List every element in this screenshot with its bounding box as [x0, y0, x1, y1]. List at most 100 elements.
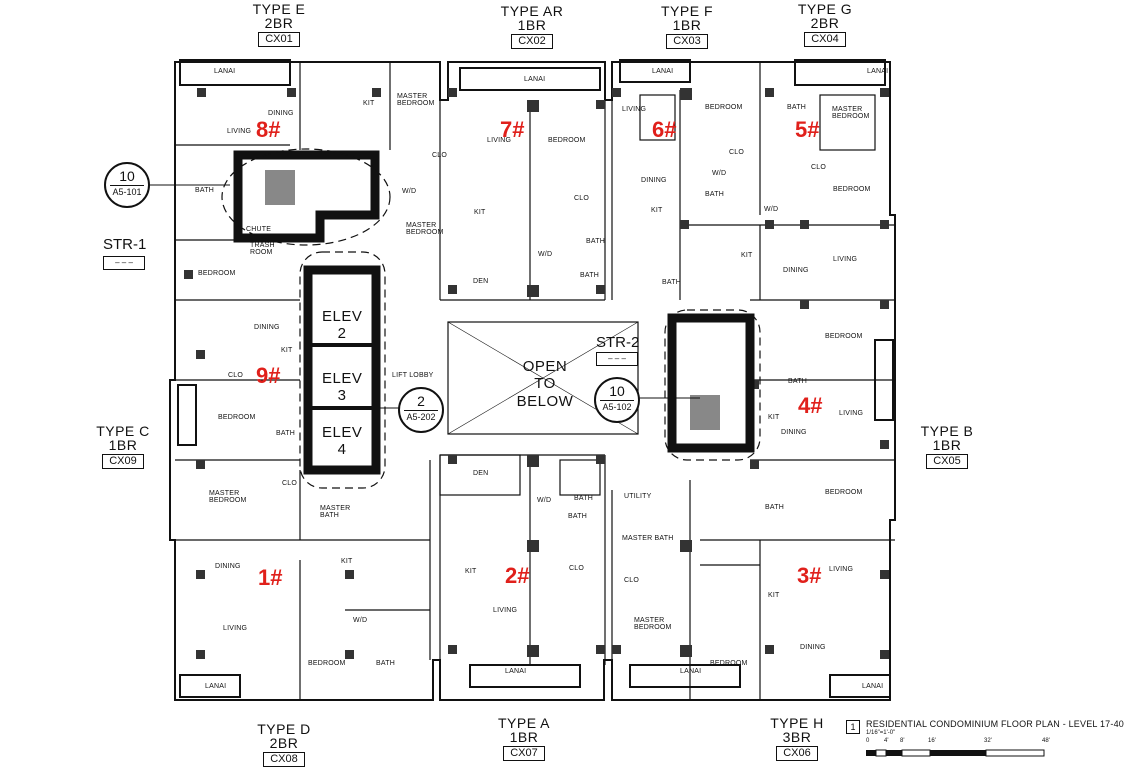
- room-bath: BATH: [276, 430, 295, 437]
- room-living: LIVING: [493, 607, 518, 614]
- room-clo: CLO: [228, 372, 243, 379]
- lanai-f: [619, 59, 691, 83]
- unit-number-1: 1#: [258, 565, 283, 590]
- room-kit: KIT: [768, 414, 780, 421]
- drawing-scale: 1/16"=1'-0": [866, 730, 896, 736]
- room-dining: DINING: [641, 177, 667, 184]
- elevator-2-label: ELEV 2: [322, 308, 363, 343]
- lanai-h2: [829, 674, 891, 698]
- lanai-h: [629, 664, 741, 688]
- room-master-bedroom: MASTER BEDROOM: [209, 490, 247, 504]
- scale-bar: [866, 749, 1045, 757]
- scale-tick: 48': [1042, 738, 1050, 744]
- stair-1-core: [221, 148, 391, 246]
- room-bath: BATH: [580, 272, 599, 279]
- room-master-bath: MASTER BATH: [622, 535, 674, 542]
- trash-room-label: TRASH ROOM: [250, 242, 275, 256]
- room-bath: BATH: [586, 238, 605, 245]
- room-wd: W/D: [538, 251, 553, 258]
- room-kit: KIT: [741, 252, 753, 259]
- room-wd: W/D: [537, 497, 552, 504]
- room-bedroom: BEDROOM: [548, 137, 586, 144]
- lanai-a: [469, 664, 581, 688]
- elevator-core: [299, 251, 386, 489]
- room-kit: KIT: [651, 207, 663, 214]
- room-bath: BATH: [376, 660, 395, 667]
- room-master-bedroom: MASTER BEDROOM: [832, 106, 870, 120]
- room-living: LIVING: [833, 256, 858, 263]
- unit-number-8: 8#: [256, 117, 281, 142]
- room-bath: BATH: [662, 279, 681, 286]
- room-lanai: LANAI: [862, 683, 884, 690]
- room-living: LIVING: [227, 128, 252, 135]
- room-wd: W/D: [712, 170, 727, 177]
- room-dining: DINING: [268, 110, 294, 117]
- stair-1-tag: – – –: [103, 256, 145, 270]
- room-bedroom: BEDROOM: [308, 660, 346, 667]
- floor-plan: [148, 59, 896, 701]
- room-dining: DINING: [254, 324, 280, 331]
- drawing-title: RESIDENTIAL CONDOMINIUM FLOOR PLAN - LEV…: [866, 719, 1124, 729]
- unit-number-2: 2#: [505, 563, 530, 588]
- room-lanai: LANAI: [652, 68, 674, 75]
- room-clo: CLO: [569, 565, 584, 572]
- room-kit: KIT: [341, 558, 353, 565]
- unit-number-7: 7#: [500, 117, 525, 142]
- room-clo: CLO: [574, 195, 589, 202]
- room-dining: DINING: [781, 429, 807, 436]
- stair-2-tag: – – –: [596, 352, 638, 366]
- room-lanai: LANAI: [680, 668, 702, 675]
- scale-tick: 0: [866, 738, 870, 744]
- unit-number-9: 9#: [256, 363, 281, 388]
- scale-tick: 32': [984, 738, 992, 744]
- elevator-3-label: ELEV 3: [322, 370, 363, 405]
- room-den: DEN: [473, 278, 489, 285]
- stair-2-core: [664, 309, 761, 461]
- room-master-bath: MASTER BATH: [320, 505, 351, 519]
- elevator-4-label: ELEV 4: [322, 424, 363, 459]
- unit-number-4: 4#: [798, 393, 823, 418]
- room-wd: W/D: [764, 206, 779, 213]
- room-lanai: LANAI: [205, 683, 227, 690]
- unit-number-6: 6#: [652, 117, 677, 142]
- chute-label: CHUTE: [246, 226, 272, 233]
- open-to-below-label: OPEN TO BELOW: [516, 358, 574, 410]
- room-bath: BATH: [787, 104, 806, 111]
- lanai-g: [794, 59, 886, 86]
- room-bedroom: BEDROOM: [218, 414, 256, 421]
- room-utility: UTILITY: [624, 493, 652, 500]
- room-bedroom: BEDROOM: [705, 104, 743, 111]
- room-living: LIVING: [829, 566, 854, 573]
- scale-tick: 16': [928, 738, 936, 744]
- room-living: LIVING: [487, 137, 512, 144]
- room-wd: W/D: [353, 617, 368, 624]
- room-dining: DINING: [215, 563, 241, 570]
- room-den: DEN: [473, 470, 489, 477]
- scale-tick: 4': [884, 738, 889, 744]
- room-clo: CLO: [624, 577, 639, 584]
- room-living: LIVING: [223, 625, 248, 632]
- unit-number-3: 3#: [797, 563, 822, 588]
- stair-1-label: STR-1: [103, 236, 147, 253]
- stair-2-label: STR-2: [596, 334, 640, 351]
- room-lanai: LANAI: [505, 668, 527, 675]
- lift-lobby-label: LIFT LOBBY: [392, 372, 434, 379]
- room-kit: KIT: [281, 347, 293, 354]
- room-living: LIVING: [839, 410, 864, 417]
- lanai-ar: [459, 67, 601, 91]
- room-bath: BATH: [765, 504, 784, 511]
- room-kit: KIT: [465, 568, 477, 575]
- room-bath: BATH: [568, 513, 587, 520]
- room-bath: BATH: [195, 187, 214, 194]
- room-bedroom: BEDROOM: [825, 333, 863, 340]
- room-bedroom: BEDROOM: [198, 270, 236, 277]
- room-lanai: LANAI: [214, 68, 236, 75]
- room-lanai: LANAI: [524, 76, 546, 83]
